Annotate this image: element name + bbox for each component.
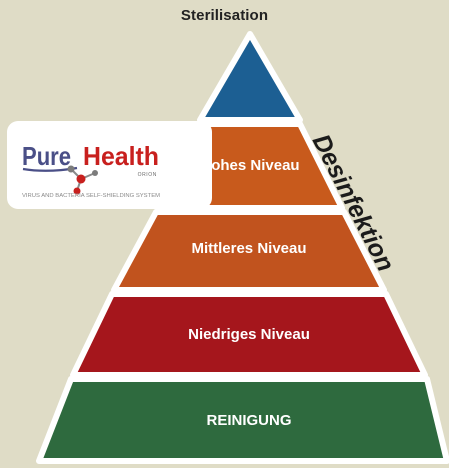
pyramid-tier-mittleres-niveau bbox=[111, 209, 387, 293]
pure-health-logo-card: Pure Health ORION VIRUS AND BACTERIA SEL… bbox=[7, 121, 212, 209]
tier-label-niedriges-niveau: Niedriges Niveau bbox=[188, 326, 310, 343]
tier-label-hohes-niveau: Hohes Niveau bbox=[200, 157, 300, 174]
pyramid-tier-niedriges-niveau bbox=[70, 291, 428, 378]
logo-sub-brand: ORION bbox=[138, 172, 157, 178]
tier-label-reinigung: REINIGUNG bbox=[206, 412, 292, 429]
tier-label-mittleres-niveau: Mittleres Niveau bbox=[191, 240, 307, 257]
logo-word-pure: Pure bbox=[22, 141, 71, 171]
logo-tagline: VIRUS AND BACTERIA SELF-SHIELDING SYSTEM bbox=[22, 193, 160, 199]
pyramid-tier-reinigung bbox=[36, 376, 449, 464]
pure-health-logo: Pure Health ORION VIRUS AND BACTERIA SEL… bbox=[22, 141, 160, 199]
sterilisation-label: Sterilisation bbox=[180, 7, 269, 24]
pyramid-apex-sterilisation bbox=[197, 31, 303, 123]
logo-word-health: Health bbox=[83, 141, 159, 171]
logo-molecule-icon bbox=[67, 165, 98, 195]
